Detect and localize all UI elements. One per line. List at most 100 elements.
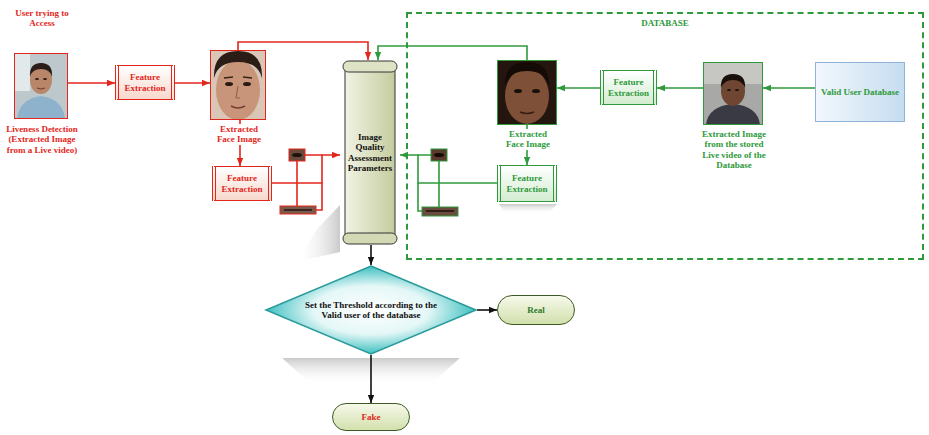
process-box: Feature Extraction xyxy=(212,166,272,201)
face-nose xyxy=(236,86,240,98)
face-hair xyxy=(214,51,262,78)
node-label: Feature Extraction xyxy=(504,173,550,194)
connector-arrow xyxy=(175,82,210,84)
photo-background xyxy=(703,62,763,125)
user-photo xyxy=(14,53,68,119)
photo-shirt xyxy=(706,104,760,125)
database-region: DATABASEExtracted Face ImageFeature Extr… xyxy=(406,12,924,260)
photo-hair xyxy=(30,63,52,77)
photo-background xyxy=(14,53,68,119)
photo-shirt xyxy=(17,96,65,119)
image-frame: User trying to AccessLiveness Detection … xyxy=(14,53,68,119)
connector-arrow xyxy=(238,42,368,60)
text-holder: Extracted Face Image xyxy=(498,129,558,150)
connector-arrow xyxy=(68,82,115,84)
connector-arrow xyxy=(370,355,372,403)
process-box: Feature Extraction xyxy=(497,165,557,202)
process-box: Feature Extraction xyxy=(600,70,657,105)
eye-crop xyxy=(289,149,305,161)
node-label: Extracted Face Image xyxy=(211,124,267,145)
terminal-box: Real xyxy=(497,295,575,325)
face-mouth xyxy=(231,106,245,108)
connector-arrow xyxy=(400,155,497,183)
face-hair xyxy=(505,62,549,86)
box-shadow xyxy=(499,204,557,214)
text-holder: DATABASE xyxy=(408,18,922,28)
node-label: Feature Extraction xyxy=(219,173,265,194)
photo-hair xyxy=(721,74,745,88)
text-holder: Set the Threshold according to the Valid… xyxy=(296,300,446,321)
photo-mouth xyxy=(37,88,45,89)
text-holder: Extracted Image from the stored Live vid… xyxy=(694,129,774,170)
text-holder: User trying to Access xyxy=(4,8,80,29)
text-holder: Feature Extraction xyxy=(219,173,265,194)
scroll-roll xyxy=(343,233,397,244)
face-eye xyxy=(532,89,540,93)
node-label: Valid User Database xyxy=(821,87,899,97)
scroll-body xyxy=(345,67,395,238)
mouth-crop-detail xyxy=(426,210,454,212)
text-holder: Liveness Detection (Extracted Image from… xyxy=(4,124,80,155)
node-label: Liveness Detection (Extracted Image from… xyxy=(4,124,80,155)
connector-arrow xyxy=(763,87,815,89)
photo-eye xyxy=(35,78,39,80)
face-eye xyxy=(243,82,251,86)
text-holder: Feature Extraction xyxy=(504,173,550,194)
text-holder: Real xyxy=(527,305,545,315)
mouth-crop-detail xyxy=(284,209,312,211)
text-holder: Fake xyxy=(362,412,381,422)
connector-arrow xyxy=(657,87,703,89)
connector-arrow xyxy=(378,46,527,60)
text-holder: Feature Extraction xyxy=(122,72,168,93)
face-brows xyxy=(224,77,252,78)
face-skin xyxy=(216,60,260,120)
image-frame: Extracted Face Image xyxy=(210,50,266,120)
process-box: Feature Extraction xyxy=(115,65,175,100)
eye-crop xyxy=(431,149,447,161)
diamond-shape xyxy=(266,266,476,354)
face-skin xyxy=(505,68,549,124)
decision-diamond: Set the Threshold according to the Valid… xyxy=(265,265,477,355)
scroll-roll xyxy=(343,61,397,72)
connector-arrow xyxy=(272,155,340,183)
scroll-shape: Image Quality Assessment Parameters xyxy=(340,60,400,245)
image-frame: Extracted Face Image xyxy=(497,60,557,125)
eye-crop-detail xyxy=(292,153,302,157)
face-image xyxy=(210,50,266,120)
database-box: Valid User Database xyxy=(815,62,905,122)
node-label: User trying to Access xyxy=(4,8,80,29)
photo-eye xyxy=(735,89,739,91)
text-holder: Feature Extraction xyxy=(607,77,650,98)
mouth-crop xyxy=(280,206,316,214)
terminal-box: Fake xyxy=(332,403,410,431)
face-background xyxy=(497,60,557,125)
connector-arrow xyxy=(370,245,372,265)
photo-window xyxy=(14,53,30,91)
face-eye xyxy=(514,89,522,93)
face-mouth xyxy=(520,112,534,114)
image-frame: Extracted Image from the stored Live vid… xyxy=(703,62,763,125)
text-holder: Valid User Database xyxy=(821,87,899,97)
connector-arrow xyxy=(557,87,600,89)
node-label: Feature Extraction xyxy=(122,72,168,93)
node-label: Extracted Image from the stored Live vid… xyxy=(694,129,774,170)
node-label: Fake xyxy=(362,412,381,422)
connector-group xyxy=(68,42,815,403)
text-holder: Image Quality Assessment Parameters xyxy=(344,132,396,173)
node-label: Image Quality Assessment Parameters xyxy=(344,132,396,173)
photo-eye xyxy=(43,78,47,80)
face-eye xyxy=(225,82,233,86)
eye-crop-detail xyxy=(434,153,444,157)
stored-video-image xyxy=(703,62,763,125)
face-background xyxy=(210,50,266,120)
photo-eye xyxy=(727,89,731,91)
node-label: Extracted Face Image xyxy=(498,129,558,150)
node-label: Real xyxy=(527,305,545,315)
node-label: DATABASE xyxy=(408,18,922,28)
node-label: Feature Extraction xyxy=(607,77,650,98)
database-face-image xyxy=(497,60,557,125)
mouth-crop xyxy=(422,207,458,216)
text-holder: Extracted Face Image xyxy=(211,124,267,145)
